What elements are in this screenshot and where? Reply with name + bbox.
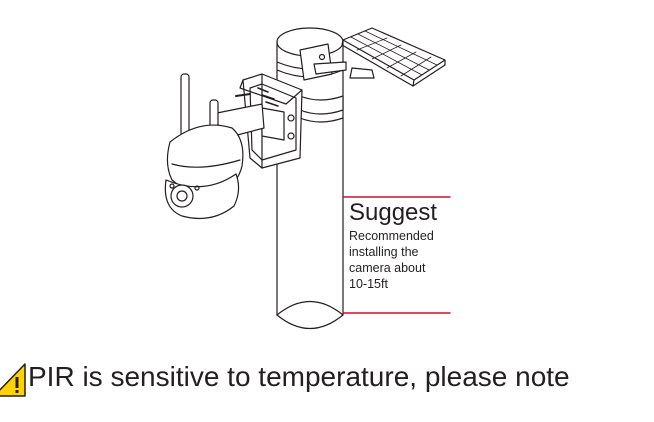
bracket-clamp <box>299 117 344 123</box>
note-line: camera about <box>349 261 426 275</box>
solar-panel-cells <box>350 30 438 77</box>
bracket-clamp <box>299 95 344 115</box>
height-markers <box>342 196 451 314</box>
solar-panel-assembly <box>299 27 446 87</box>
arm-screw <box>235 93 251 97</box>
antenna-left <box>180 73 190 137</box>
note-line: installing the <box>349 245 419 259</box>
battery-box-front <box>249 83 297 161</box>
note-line: Recommended <box>349 229 434 243</box>
warning-triangle-icon <box>0 363 26 397</box>
note-line: 10-15ft <box>349 277 388 291</box>
ptz-camera <box>164 73 244 219</box>
camera-housing-seam <box>171 159 241 168</box>
solar-panel-edge <box>412 59 446 87</box>
camera-bracket <box>211 73 344 169</box>
arm-bolt <box>287 132 295 140</box>
pole-bottom-front <box>276 314 344 329</box>
ir-led <box>194 185 200 191</box>
note-title: Suggest <box>349 199 438 226</box>
battery-vents <box>257 87 279 107</box>
solar-panel-edge <box>341 39 415 87</box>
pole-bottom-back <box>276 301 344 316</box>
ir-led <box>169 183 175 189</box>
panel-bolt <box>318 53 326 61</box>
mount-plate <box>261 107 285 141</box>
panel-arm <box>313 61 347 75</box>
warning-text: PIR is sensitive to temperature, please … <box>28 361 570 392</box>
camera-lens-ring <box>170 184 194 208</box>
arm-bolt <box>287 114 295 122</box>
panel-support <box>349 67 375 79</box>
warning-notice: PIR is sensitive to temperature, please … <box>0 357 654 401</box>
camera-lens <box>176 190 188 202</box>
